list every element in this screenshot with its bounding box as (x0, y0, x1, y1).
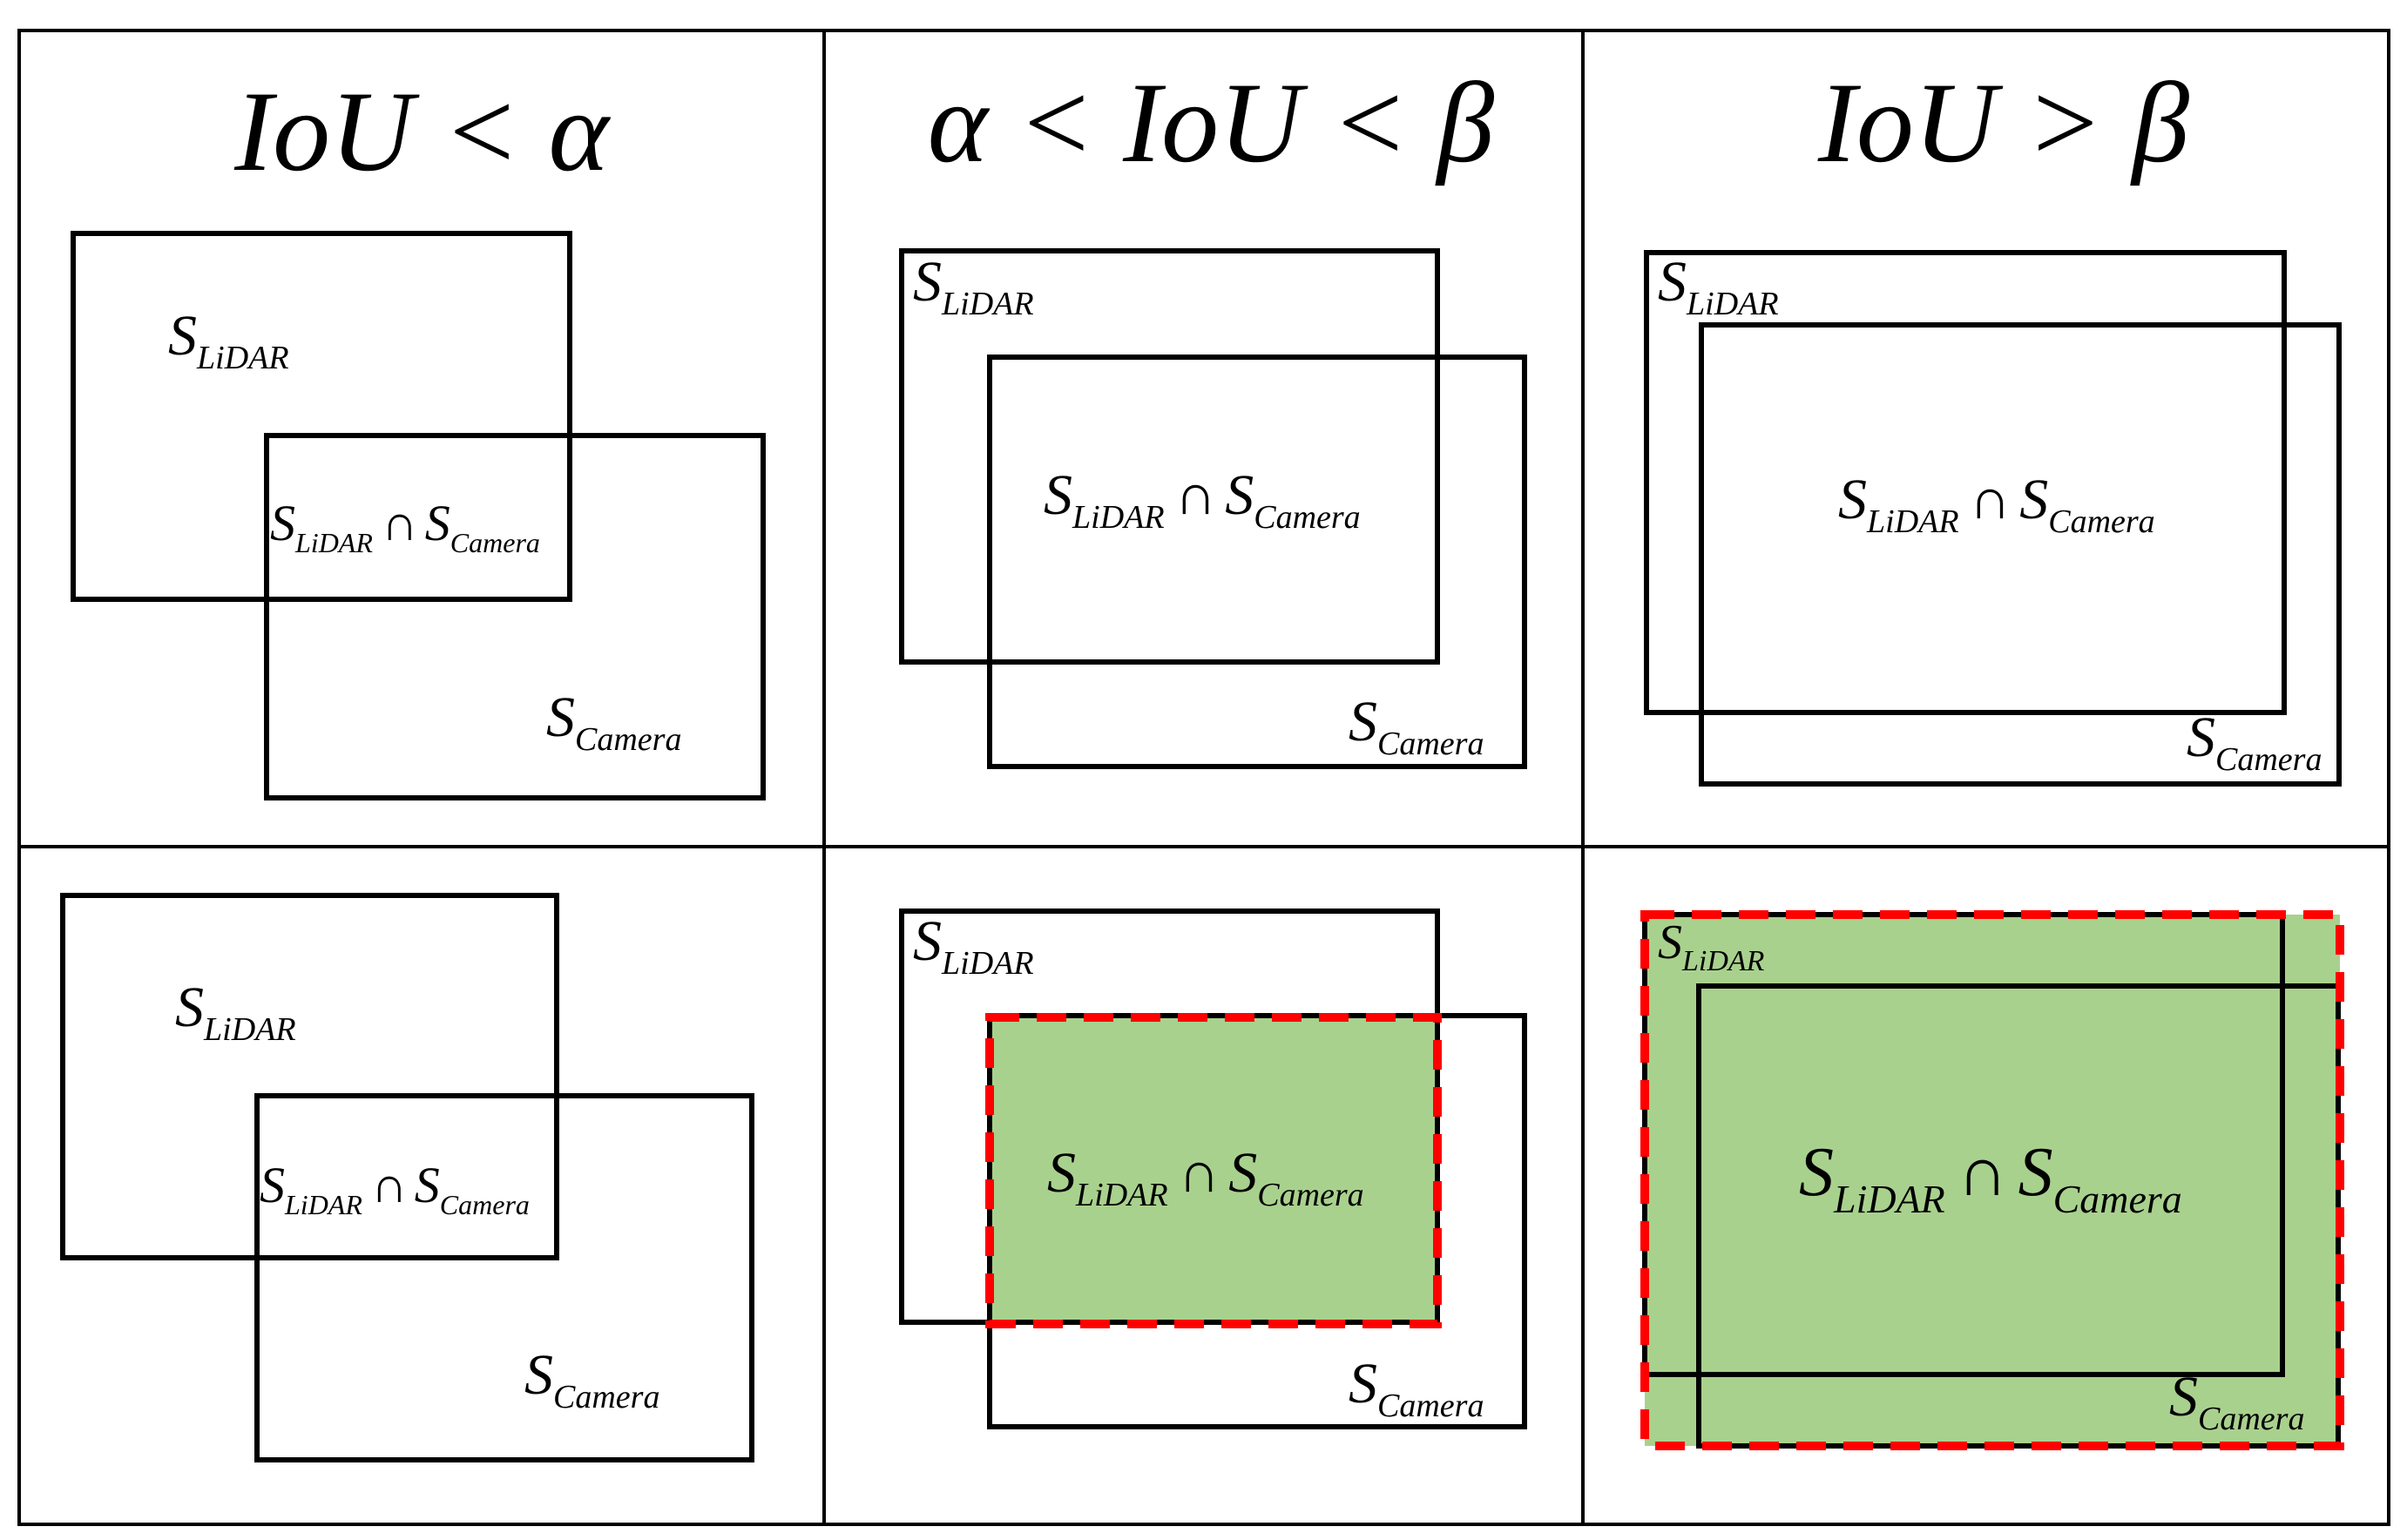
camera-label: SCamera (1349, 690, 1484, 762)
camera-box (1699, 322, 2342, 787)
camera-label: SCamera (1349, 1352, 1484, 1424)
outer-border (17, 29, 2390, 1526)
lidar-label: SLiDAR (913, 250, 1034, 322)
intersection-label: SLiDAR∩SCamera (1044, 463, 1361, 536)
fused-region-fill (1645, 915, 2340, 1446)
panel-r1-c2: SLiDAR SLiDAR∩SCamera SCamera (899, 248, 1527, 769)
lidar-label: SLiDAR (913, 909, 1034, 982)
header-iou-above-beta: IoU > β (1817, 58, 2189, 186)
panel-r1-c1: SLiDAR SLiDAR∩SCamera SCamera (71, 231, 766, 800)
grid-frame (17, 29, 2390, 1526)
camera-label: SCamera (2169, 1365, 2304, 1437)
fused-region-border (1640, 910, 2344, 1450)
fused-region-fill (990, 1017, 1437, 1324)
lidar-box (1644, 250, 2287, 715)
camera-box (254, 1093, 754, 1462)
intersection-label: SLiDAR∩SCamera (1047, 1141, 1364, 1213)
camera-box (987, 1013, 1527, 1429)
lidar-box (71, 231, 572, 602)
panel-r2-c1: SLiDAR SLiDAR∩SCamera SCamera (60, 893, 754, 1462)
lidar-box (899, 248, 1440, 665)
panel-r1-c3: SLiDAR SLiDAR∩SCamera SCamera (1644, 250, 2342, 787)
lidar-label: SLiDAR (168, 304, 289, 376)
intersection-label: SLiDAR∩SCamera (260, 1157, 530, 1220)
intersection-label: SLiDAR∩SCamera (270, 495, 540, 558)
camera-box (264, 433, 766, 800)
camera-label: SCamera (546, 686, 681, 758)
camera-label: SCamera (2187, 706, 2322, 778)
header-iou-below-alpha: IoU < α (233, 67, 611, 195)
intersection-label: SLiDAR∩SCamera (1799, 1134, 2182, 1221)
lidar-label: SLiDAR (1658, 250, 1779, 322)
header-iou-between: α < IoU < β (928, 58, 1495, 186)
panel-r2-c2: SLiDAR SLiDAR∩SCamera SCamera (899, 908, 1527, 1429)
camera-label: SCamera (524, 1343, 659, 1415)
intersection-label: SLiDAR∩SCamera (1838, 468, 2155, 540)
lidar-label: SLiDAR (175, 976, 296, 1048)
panel-r2-c3: SLiDAR SLiDAR∩SCamera SCamera (1640, 910, 2344, 1450)
lidar-label: SLiDAR (1658, 915, 1765, 977)
lidar-box (60, 893, 559, 1260)
camera-box (987, 355, 1527, 769)
